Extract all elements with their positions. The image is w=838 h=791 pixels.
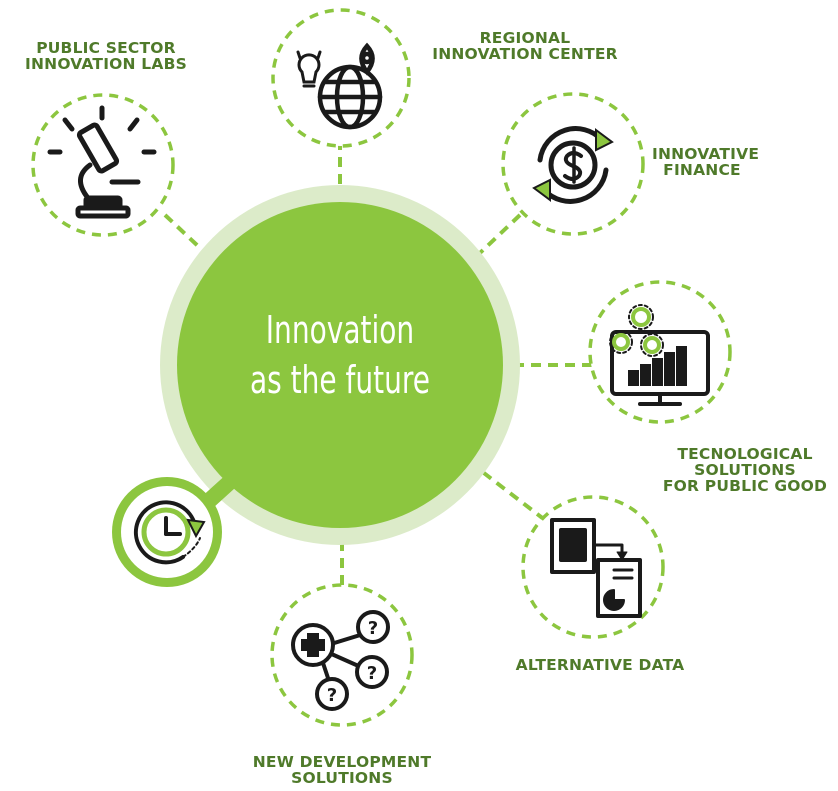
globe-lightbulb-pin-icon: [296, 42, 383, 130]
label-finance: INNOVATIVE FINANCE: [652, 145, 760, 179]
label-new-dev: NEW DEVELOPMENT SOLUTIONS: [236, 754, 448, 786]
label-regional-line1: REGIONAL: [479, 29, 571, 47]
label-public-sector-line2: INNOVATION LABS: [25, 55, 187, 73]
plus-icon: [301, 633, 325, 657]
question-marks: ? ? ?: [327, 618, 378, 706]
connector-alt-data: [478, 468, 547, 522]
label-new-dev-line2: SOLUTIONS: [291, 769, 393, 787]
documents-chart-icon: [550, 518, 642, 618]
label-tech-line1: TECNOLOGICAL: [677, 445, 813, 463]
label-tech-line3: FOR PUBLIC GOOD: [662, 477, 828, 495]
monitor-gears-chart-icon: [609, 304, 710, 406]
label-tech-line2: SOLUTIONS: [694, 461, 796, 479]
center-title-line1: Innovation: [265, 308, 415, 352]
svg-text:?: ?: [327, 685, 337, 706]
microscope-icon: [47, 105, 157, 219]
label-finance-line2: FINANCE: [663, 161, 741, 179]
clock-arrow-icon: [133, 500, 206, 565]
node-circle-public-sector: [31, 93, 175, 237]
svg-text:?: ?: [367, 663, 377, 684]
center-title: Innovation as the future: [201, 305, 480, 405]
svg-text:?: ?: [368, 618, 378, 639]
label-public-sector-line1: PUBLIC SECTOR: [36, 39, 176, 57]
label-alt-data-line1: ALTERNATIVE DATA: [515, 656, 685, 674]
center-title-line2: as the future: [249, 358, 431, 402]
dollar-cycle-icon: [532, 126, 614, 204]
label-finance-line1: INNOVATIVE: [652, 145, 760, 163]
label-tech: TECNOLOGICAL SOLUTIONS FOR PUBLIC GOOD: [656, 446, 834, 494]
label-new-dev-line1: NEW DEVELOPMENT: [252, 753, 432, 771]
label-regional-line2: INNOVATION CENTER: [432, 45, 618, 63]
label-alt-data: ALTERNATIVE DATA: [500, 657, 700, 673]
label-regional: REGIONAL INNOVATION CENTER: [420, 30, 630, 62]
center-circle: [177, 202, 503, 528]
label-public-sector: PUBLIC SECTOR INNOVATION LABS: [16, 40, 196, 72]
connector-finance: [460, 213, 522, 272]
